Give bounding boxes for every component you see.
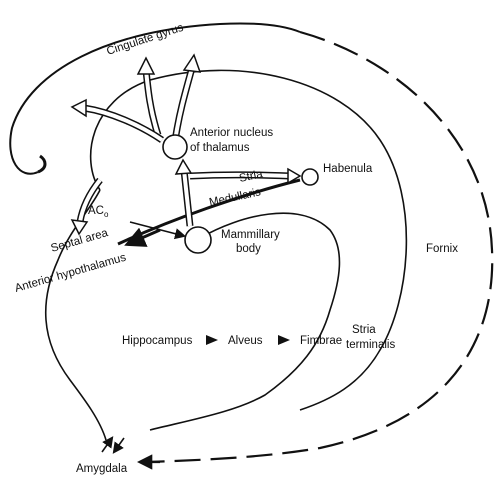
- arrow-to-mammillary: [129, 221, 187, 240]
- amygdala-down-arrow: [112, 437, 125, 454]
- amygdala-up-arrow: [101, 436, 114, 453]
- arrow-alveus-fimbrae: [278, 335, 290, 345]
- label-anterior-nucleus-1: Anterior nucleus: [190, 127, 273, 139]
- label-hippocampus: Hippocampus: [122, 335, 193, 347]
- label-ac: ACo: [88, 205, 109, 219]
- fornix-dashed-arc: [147, 30, 494, 464]
- label-mammillary-1: Mammillary: [221, 229, 280, 241]
- mammillary-circle: [184, 226, 212, 254]
- outer-arc-solid: [9, 22, 301, 175]
- hook-tip: [37, 154, 47, 174]
- anterior-nucleus-circle: [162, 134, 188, 160]
- label-stria-medullaris-2: Medullaris: [208, 186, 262, 209]
- habenula-circle: [301, 168, 319, 186]
- label-anterior-hypothalamus: Anterior hypothalamus: [14, 252, 128, 295]
- label-habenula: Habenula: [323, 163, 373, 175]
- label-stria-medullaris-1: Stria: [238, 168, 264, 185]
- arrow-to-anterior-hypothalamus: [124, 227, 161, 247]
- label-amygdala: Amygdala: [76, 463, 128, 475]
- label-cingulate-gyrus: Cingulate gyrus: [105, 22, 185, 58]
- label-anterior-nucleus-2: of thalamus: [190, 142, 250, 154]
- stria-terminalis-curve: [149, 212, 341, 431]
- label-stria-terminalis-1: Stria: [352, 324, 376, 336]
- label-alveus: Alveus: [228, 335, 263, 347]
- label-mammillary-2: body: [236, 243, 261, 255]
- arrow-hippocampus-alveus: [206, 335, 218, 345]
- label-stria-terminalis-2: terminalis: [346, 339, 395, 351]
- middle-arc: [89, 69, 408, 411]
- label-fimbrae: Fimbrae: [300, 335, 342, 347]
- label-fornix: Fornix: [426, 243, 458, 255]
